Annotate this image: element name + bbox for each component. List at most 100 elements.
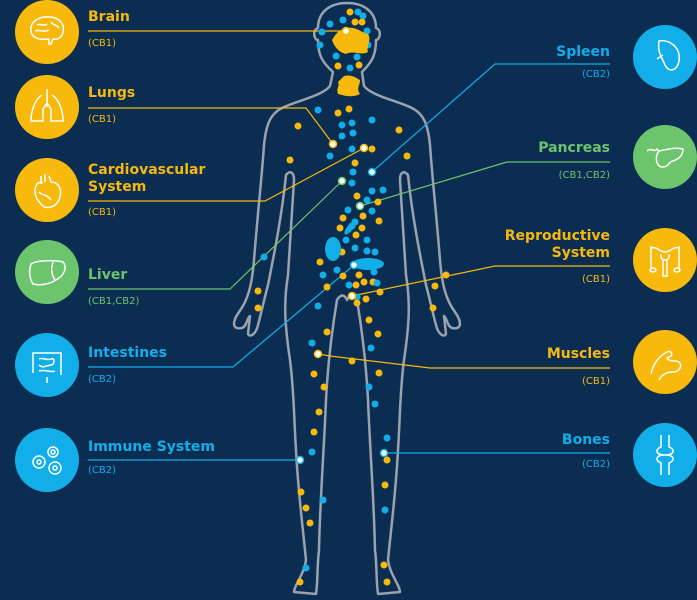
receptor-dot xyxy=(323,328,331,336)
liver-receptor: (CB1,CB2) xyxy=(88,296,140,307)
reproductive-marker xyxy=(347,291,357,301)
receptor-dot xyxy=(352,231,360,239)
liver-title: Liver xyxy=(88,267,128,283)
immune-receptor: (CB2) xyxy=(88,465,117,476)
receptor-dot xyxy=(383,456,391,464)
receptor-dot xyxy=(368,116,376,124)
muscles-marker xyxy=(313,349,323,359)
bones-receptor: (CB2) xyxy=(581,459,610,470)
spleen-circle xyxy=(633,25,697,89)
title-line: System xyxy=(88,179,147,195)
bones-marker xyxy=(379,448,389,458)
receptor-dot xyxy=(351,18,359,26)
receptor-dot xyxy=(381,481,389,489)
liver-icon xyxy=(28,259,66,286)
receptor-dot xyxy=(320,383,328,391)
receptor-dot xyxy=(358,224,366,232)
spleen-connector xyxy=(371,63,610,173)
receptor-dot xyxy=(363,247,371,255)
receptor-dot xyxy=(365,383,373,391)
pancreas-receptor: (CB1,CB2) xyxy=(558,170,610,181)
receptor-dot xyxy=(381,506,389,514)
receptor-dot xyxy=(302,564,310,572)
liver-circle xyxy=(15,240,79,304)
receptor-dot xyxy=(326,20,334,28)
reproductive-circle xyxy=(633,228,697,292)
receptor-dot xyxy=(336,224,344,232)
receptor-dot xyxy=(374,198,382,206)
muscle-circle xyxy=(633,330,697,394)
receptor-dot xyxy=(429,304,437,312)
receptor-dot xyxy=(254,287,262,295)
intestines-title: Intestines xyxy=(88,345,167,361)
intestines-receptor: (CB2) xyxy=(88,374,117,385)
receptor-dot xyxy=(348,145,356,153)
lungs-receptor: (CB1) xyxy=(88,114,117,125)
receptor-dot xyxy=(358,18,366,26)
receptor-dot xyxy=(371,400,379,408)
pancreas-title: Pancreas xyxy=(538,140,610,156)
immune-marker xyxy=(295,455,305,465)
receptor-dot xyxy=(260,253,268,261)
muscles-connector xyxy=(317,353,610,369)
receptor-dot xyxy=(333,266,341,274)
immune-cells-icon xyxy=(32,446,62,475)
title-line: Reproductive xyxy=(504,228,610,244)
receptor-dot xyxy=(338,132,346,140)
receptor-dot xyxy=(353,53,361,61)
receptor-dot xyxy=(302,504,310,512)
pancreas-marker xyxy=(355,201,365,211)
receptor-dot xyxy=(339,272,347,280)
receptor-dot xyxy=(442,271,450,279)
receptor-dot xyxy=(334,62,342,70)
receptor-dot xyxy=(334,109,342,117)
receptor-dot xyxy=(316,41,324,49)
receptor-dot xyxy=(354,8,362,16)
receptor-dot xyxy=(346,8,354,16)
spleen-title: Spleen xyxy=(556,44,610,60)
receptor-dot xyxy=(339,16,347,24)
receptor-dot xyxy=(376,288,384,296)
title-line: System xyxy=(551,245,610,261)
liver-connector xyxy=(88,180,343,290)
lungs-connector xyxy=(88,107,334,145)
receptor-dot xyxy=(349,168,357,176)
receptor-dot xyxy=(332,52,340,60)
bones-title: Bones xyxy=(561,432,610,448)
receptor-dot xyxy=(294,122,302,130)
receptor-dot xyxy=(351,244,359,252)
receptor-dot xyxy=(254,304,262,312)
receptor-dot xyxy=(308,448,316,456)
intestines-connector xyxy=(88,264,355,368)
receptor-dot xyxy=(344,206,352,214)
receptor-dot xyxy=(326,152,334,160)
liver-marker xyxy=(337,176,347,186)
receptor-dot xyxy=(360,278,368,286)
brain-receptor: (CB1) xyxy=(88,38,117,49)
brain-icon xyxy=(30,16,65,45)
receptor-dot xyxy=(314,302,322,310)
receptor-dot xyxy=(363,196,371,204)
receptor-dot xyxy=(359,12,367,20)
intestines-icon xyxy=(32,352,62,383)
spine-receptor-cluster xyxy=(337,75,360,97)
receptor-dot xyxy=(316,258,324,266)
receptor-dot xyxy=(370,268,378,276)
receptor-dot xyxy=(345,281,353,289)
receptor-dot xyxy=(363,236,371,244)
receptor-dot xyxy=(355,61,363,69)
brain-title: Brain xyxy=(88,9,130,25)
spleen-icon xyxy=(656,39,680,71)
reproductive-icon xyxy=(649,246,681,277)
receptor-dot xyxy=(352,281,360,289)
spleen-receptor: (CB2) xyxy=(581,69,610,80)
receptor-dot xyxy=(314,106,322,114)
heart-circle xyxy=(15,158,79,222)
receptor-dot xyxy=(346,64,354,72)
lungs-marker xyxy=(328,139,338,149)
receptor-dot xyxy=(310,370,318,378)
brain-circle xyxy=(15,0,79,64)
lungs-circle xyxy=(15,75,79,139)
receptor-dot xyxy=(310,428,318,436)
